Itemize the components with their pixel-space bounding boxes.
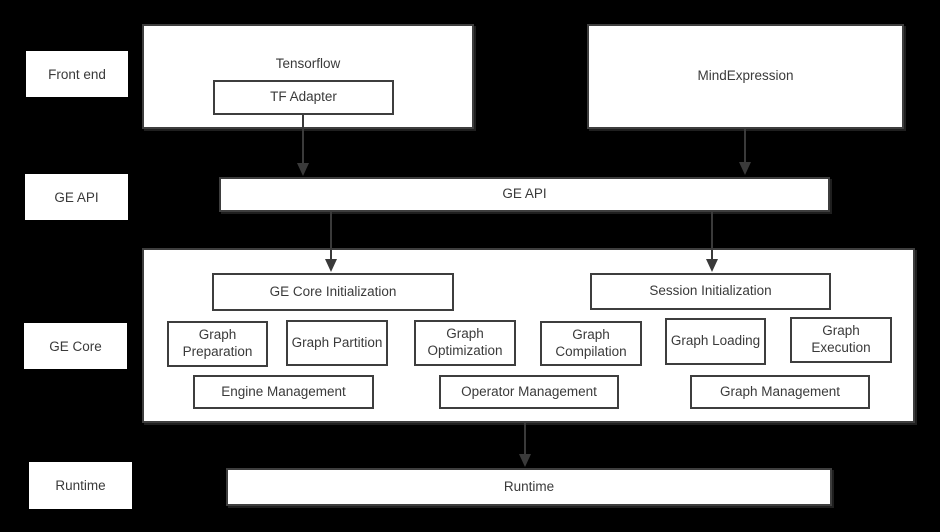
runtime-box-label: Runtime	[503, 478, 555, 494]
graph-execution-box: Graph Execution	[790, 317, 892, 363]
mindexpression-label: MindExpression	[697, 68, 794, 84]
graph-optimization-box: Graph Optimization	[414, 320, 516, 366]
session-initialization-label: Session Initialization	[649, 283, 772, 299]
row-label-front-end: Front end	[26, 51, 128, 97]
session-initialization-box: Session Initialization	[590, 273, 831, 310]
row-label-runtime-text: Runtime	[55, 478, 106, 493]
ge-core-initialization-label: GE Core Initialization	[269, 283, 397, 299]
row-label-ge-core-text: GE Core	[49, 338, 102, 354]
row-label-runtime: Runtime	[29, 462, 132, 509]
tensorflow-box: Tensorflow TF Adapter	[142, 24, 474, 129]
ge-core-container: GE Core Initialization Session Initializ…	[142, 248, 915, 423]
runtime-box: Runtime	[226, 468, 832, 506]
graph-execution-label: Graph Execution	[811, 323, 871, 355]
ge-api-box-label: GE API	[502, 186, 547, 202]
mindexpression-box: MindExpression	[587, 24, 904, 129]
tf-adapter-box: TF Adapter	[213, 80, 394, 115]
arrow-mindexpression-to-ge-api	[739, 129, 751, 175]
ge-core-initialization-box: GE Core Initialization	[212, 273, 454, 311]
graph-compilation-box: Graph Compilation	[540, 321, 642, 366]
tf-adapter-label: TF Adapter	[270, 89, 337, 105]
operator-management-box: Operator Management	[439, 375, 619, 409]
graph-preparation-box: Graph Preparation	[167, 321, 268, 367]
graph-partition-box: Graph Partition	[286, 320, 388, 366]
graph-loading-box: Graph Loading	[665, 318, 766, 365]
arrow-ge-core-to-runtime	[519, 423, 531, 467]
ge-api-box: GE API	[219, 177, 830, 212]
engine-management-box: Engine Management	[193, 375, 374, 409]
tensorflow-label: Tensorflow	[275, 56, 341, 71]
graph-partition-label: Graph Partition	[291, 334, 383, 350]
graph-loading-label: Graph Loading	[670, 333, 761, 349]
graph-preparation-label: Graph Preparation	[182, 327, 253, 359]
operator-management-label: Operator Management	[461, 383, 597, 399]
engine-management-label: Engine Management	[221, 383, 346, 399]
graph-compilation-label: Graph Compilation	[555, 326, 627, 359]
graph-optimization-label: Graph Optimization	[427, 326, 503, 358]
row-label-front-end-text: Front end	[48, 66, 106, 82]
graph-management-box: Graph Management	[690, 375, 870, 409]
row-label-ge-core: GE Core	[24, 323, 127, 369]
row-label-ge-api-text: GE API	[54, 189, 99, 205]
graph-management-label: Graph Management	[719, 383, 841, 399]
row-label-ge-api: GE API	[25, 174, 128, 220]
